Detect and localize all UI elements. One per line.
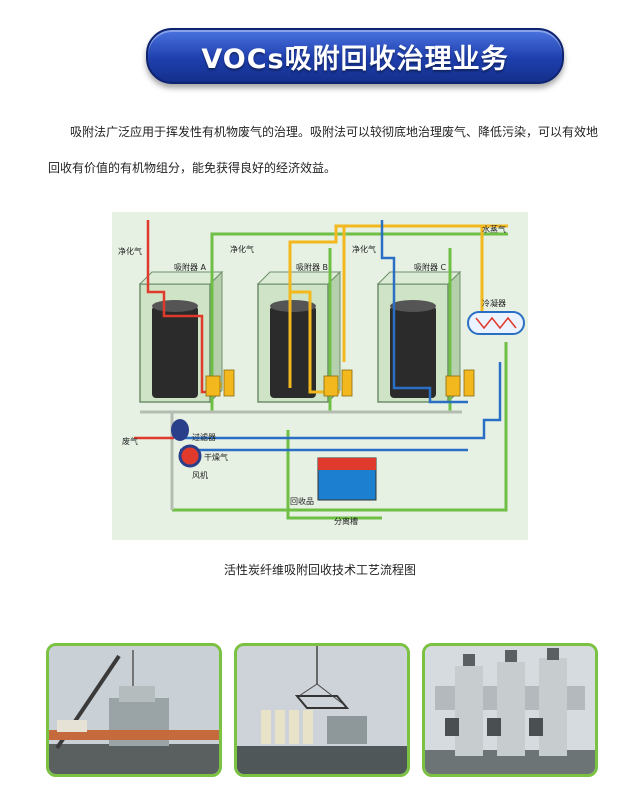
label-filter: 过滤器 (192, 432, 216, 442)
label-adsorber-a: 吸附器 A (174, 262, 207, 272)
label-recovered: 回收品 (290, 496, 314, 506)
site-photo-1 (46, 643, 222, 777)
yellow-piping (218, 224, 508, 394)
blue-piping (180, 220, 502, 452)
diagram-caption: 活性炭纤维吸附回收技术工艺流程图 (223, 563, 416, 577)
intro-line-2: 回收有价值的有机物组分，能免获得良好的经济效益。 (48, 161, 337, 175)
label-adsorber-b: 吸附器 B (296, 262, 328, 272)
valves (205, 369, 475, 397)
label-fan: 风机 (192, 470, 208, 480)
filter (171, 419, 189, 441)
intro-line-1: 吸附法广泛应用于挥发性有机物废气的治理。吸附法可以较彻底地治理废气、降低污染，可… (70, 125, 599, 139)
label-purified-c: 净化气 (352, 244, 376, 254)
separator-tank (317, 457, 377, 501)
label-steam: 水蒸气 (482, 224, 506, 234)
intro-paragraph: 吸附法广泛应用于挥发性有机物废气的治理。吸附法可以较彻底地治理废气、降低污染，可… (48, 114, 608, 186)
site-photo-3 (422, 643, 598, 777)
title-banner: VOCs吸附回收治理业务 (146, 28, 564, 84)
label-dry-air: 干燥气 (204, 452, 228, 462)
condenser (467, 311, 525, 335)
site-photo-2 (234, 643, 410, 777)
red-piping (134, 220, 216, 440)
fan (178, 444, 202, 468)
label-condenser: 冷凝器 (482, 298, 506, 308)
page-title: VOCs吸附回收治理业务 (201, 43, 509, 75)
label-adsorber-c: 吸附器 C (414, 262, 447, 272)
adsorber-b (256, 270, 342, 404)
label-exhaust: 废气 (122, 436, 138, 446)
label-purified-b: 净化气 (230, 244, 254, 254)
process-flow-diagram: 净化气 净化气 净化气 吸附器 A 吸附器 B 吸附器 C 水蒸气 冷凝器 废气… (112, 212, 528, 540)
label-separator: 分离槽 (334, 516, 358, 526)
label-purified-a: 净化气 (118, 246, 142, 256)
